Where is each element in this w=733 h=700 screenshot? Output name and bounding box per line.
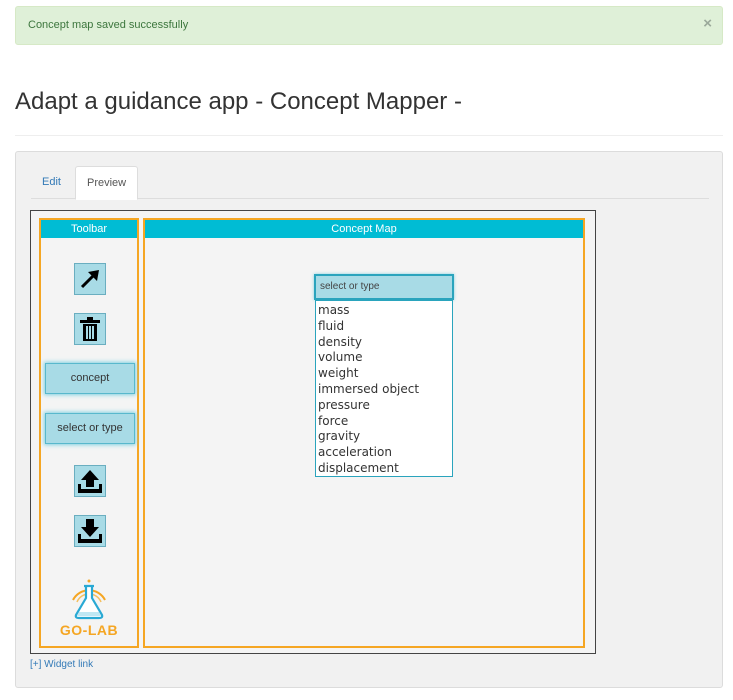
- tab-bar: Edit Preview: [31, 166, 709, 200]
- title-divider: [15, 135, 723, 136]
- list-item[interactable]: volume: [318, 350, 363, 365]
- select-or-type-button[interactable]: select or type: [45, 413, 135, 444]
- list-item[interactable]: mass: [318, 303, 350, 317]
- tab-preview[interactable]: Preview: [75, 166, 139, 200]
- list-item[interactable]: displacement: [318, 460, 399, 475]
- list-item[interactable]: density: [318, 334, 362, 349]
- list-item[interactable]: pressure: [318, 397, 370, 412]
- golab-logo: GO-LAB: [51, 570, 127, 642]
- success-alert: Concept map saved successfully ×: [15, 6, 723, 45]
- list-item[interactable]: fluid: [318, 318, 345, 333]
- list-item[interactable]: weight: [318, 366, 359, 381]
- concept-mapper-app: Toolbar concept select or type: [30, 210, 596, 654]
- toolbar-panel: Toolbar concept select or type: [39, 218, 139, 648]
- app-container: Edit Preview Toolbar: [15, 151, 723, 688]
- concept-dropdown-list: mass fluid density volume weight immerse…: [315, 300, 453, 477]
- concept-button[interactable]: concept: [45, 363, 135, 394]
- arrow-connect-icon[interactable]: [74, 263, 106, 295]
- golab-logo-text: GO-LAB: [59, 622, 119, 638]
- list-item[interactable]: acceleration: [318, 445, 392, 460]
- upload-icon[interactable]: [74, 465, 106, 497]
- alert-message: Concept map saved successfully: [28, 19, 189, 31]
- list-item[interactable]: force: [318, 413, 349, 428]
- close-icon[interactable]: ×: [703, 15, 712, 32]
- toolbar-header: Toolbar: [41, 220, 137, 238]
- concept-select-input[interactable]: select or type: [314, 274, 454, 300]
- widget-link[interactable]: [+] Widget link: [30, 659, 94, 670]
- download-icon[interactable]: [74, 515, 106, 547]
- trash-icon[interactable]: [74, 313, 106, 345]
- page-title: Adapt a guidance app - Concept Mapper -: [15, 88, 462, 115]
- tab-edit[interactable]: Edit: [42, 176, 61, 188]
- list-item[interactable]: immersed object: [318, 381, 420, 396]
- flask-icon: [72, 579, 106, 620]
- concept-map-panel[interactable]: Concept Map select or type mass fluid de…: [143, 218, 585, 648]
- concept-map-header: Concept Map: [145, 220, 583, 238]
- list-item[interactable]: gravity: [318, 429, 361, 444]
